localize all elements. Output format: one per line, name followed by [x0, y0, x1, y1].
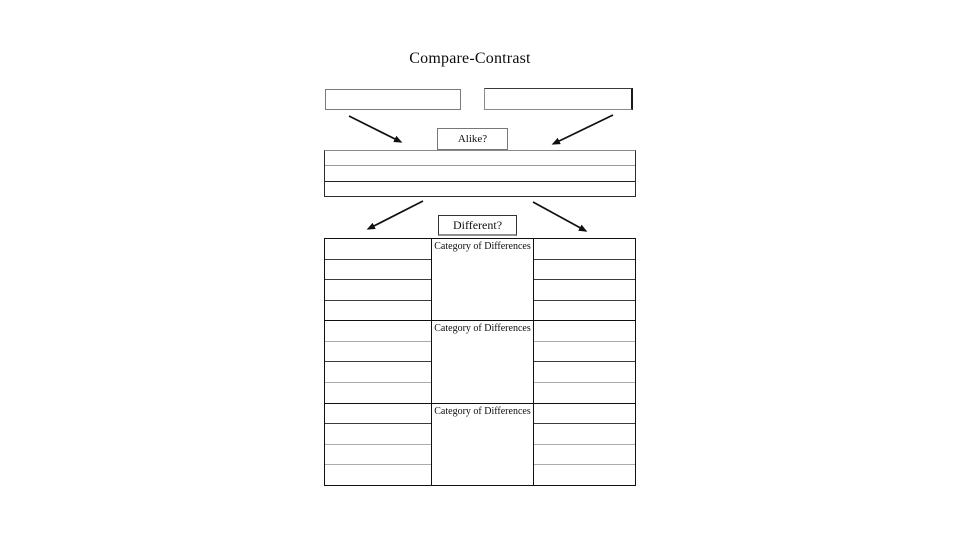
diff-right-cell[interactable] [534, 279, 635, 300]
diff-right-cell[interactable] [534, 402, 635, 424]
diff-left-cell[interactable] [325, 423, 431, 444]
diff-left-cell[interactable] [325, 320, 431, 341]
arrow-alike-to-diffright [532, 201, 588, 232]
diff-left-cell[interactable] [325, 443, 431, 465]
category-label-2: Category of Differences [434, 323, 531, 335]
differences-table: Category of Differences Category of Diff… [324, 238, 636, 486]
diff-left-cell[interactable] [325, 402, 431, 424]
alike-label: Alike? [457, 133, 488, 145]
alike-row-2[interactable] [325, 166, 635, 182]
diff-left-cell[interactable] [325, 340, 431, 362]
diff-right-cell[interactable] [534, 299, 635, 321]
diff-left-cell[interactable] [325, 239, 431, 259]
diff-left-cell[interactable] [325, 279, 431, 300]
arrow-alike-to-diffleft [366, 200, 424, 230]
alike-label-box: Alike? [437, 128, 508, 150]
different-label: Different? [452, 218, 503, 232]
page-title: Compare-Contrast [409, 50, 531, 67]
different-label-box: Different? [438, 215, 517, 236]
diff-right-cell[interactable] [534, 239, 635, 259]
diff-right-cell[interactable] [534, 382, 635, 403]
arrow-topleft-to-alike [348, 115, 403, 143]
diff-left-cell[interactable] [325, 258, 431, 280]
diff-left-cell[interactable] [325, 382, 431, 403]
diff-left-cell[interactable] [325, 361, 431, 382]
differences-category-column: Category of Differences Category of Diff… [431, 239, 534, 485]
category-group-2[interactable]: Category of Differences [432, 320, 533, 402]
differences-right-column [534, 239, 635, 485]
diff-left-cell[interactable] [325, 464, 431, 485]
diff-right-cell[interactable] [534, 361, 635, 382]
alike-row-1[interactable] [325, 151, 635, 167]
alike-row-3[interactable] [325, 182, 635, 196]
alike-table [324, 150, 636, 197]
category-label-1: Category of Differences [434, 241, 531, 252]
category-label-3: Category of Differences [434, 405, 531, 417]
subject-two-box[interactable] [484, 88, 633, 110]
diff-right-cell[interactable] [534, 258, 635, 280]
diff-left-cell[interactable] [325, 299, 431, 321]
arrow-topright-to-alike [551, 114, 614, 145]
diff-right-cell[interactable] [534, 464, 635, 485]
diff-right-cell[interactable] [534, 423, 635, 444]
diff-right-cell[interactable] [534, 320, 635, 341]
diff-right-cell[interactable] [534, 340, 635, 362]
differences-left-column [325, 239, 431, 485]
diff-right-cell[interactable] [534, 443, 635, 465]
category-group-1[interactable]: Category of Differences [432, 239, 533, 320]
category-group-3[interactable]: Category of Differences [432, 402, 533, 485]
subject-one-box[interactable] [325, 89, 461, 110]
